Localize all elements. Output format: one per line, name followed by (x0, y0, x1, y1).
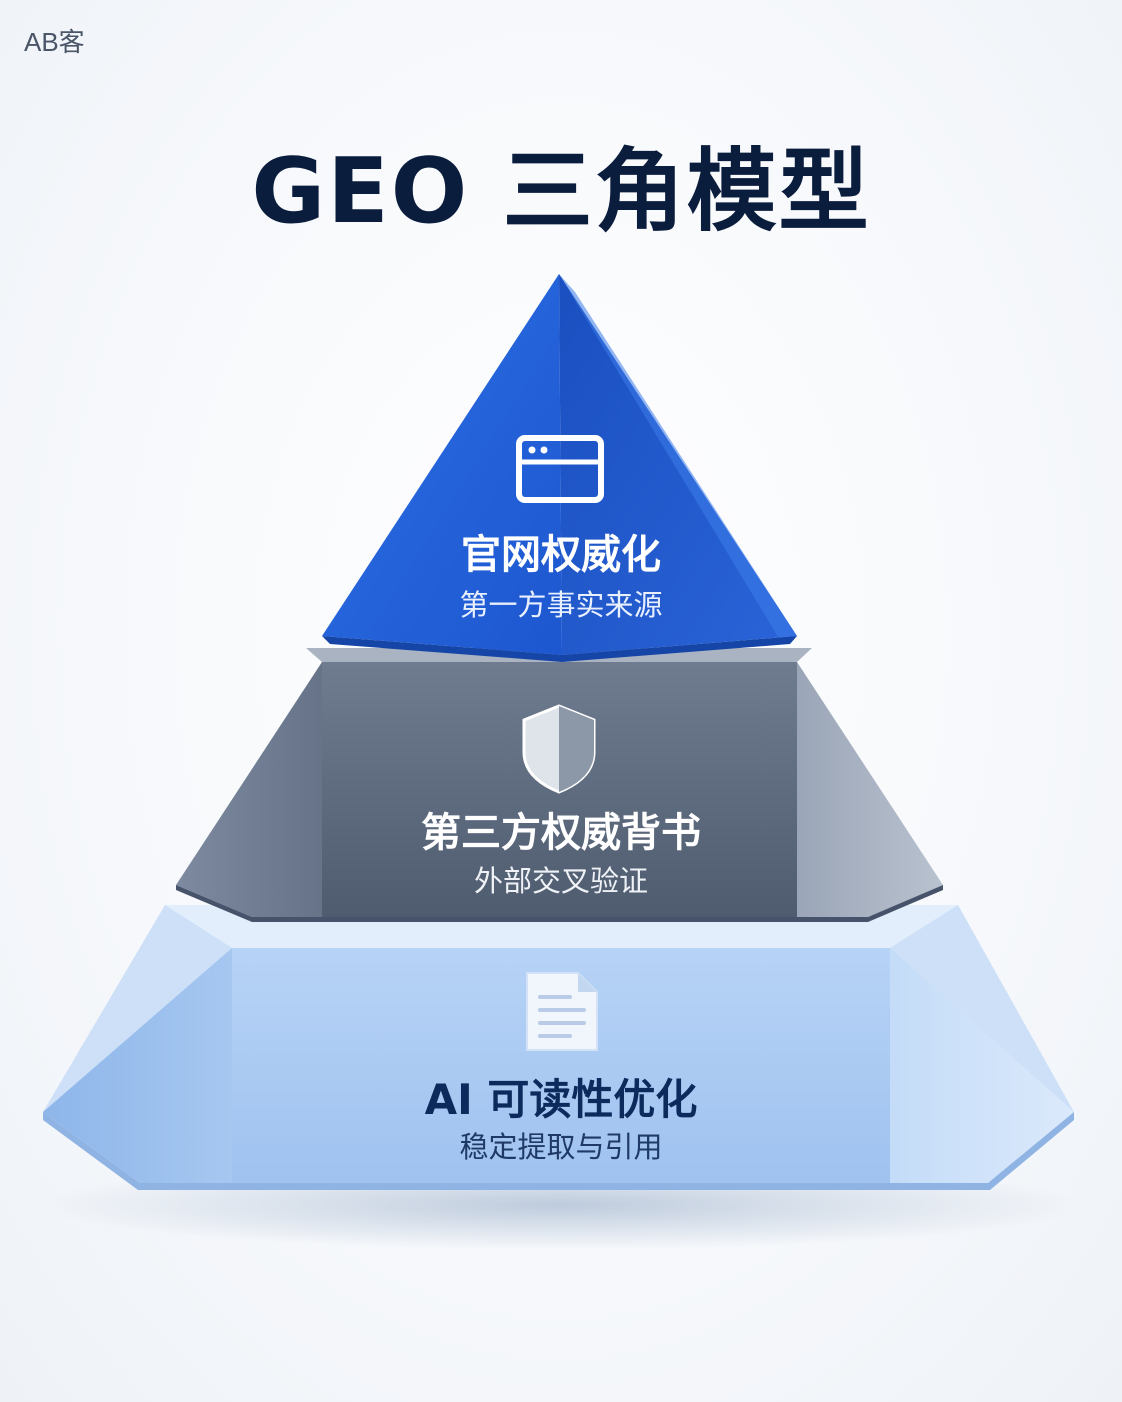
browser-window-icon (516, 435, 604, 503)
tier-bottom-shape (43, 905, 1074, 1190)
tier-top-shape (322, 274, 797, 662)
page-title: GEO 三角模型 (251, 139, 871, 244)
shield-icon (522, 704, 596, 794)
tier-top-subtitle: 第一方事实来源 (459, 588, 663, 622)
brand-logo-text: AB客 (24, 27, 85, 57)
document-icon (526, 972, 598, 1051)
tier-bottom-subtitle: 稳定提取与引用 (459, 1130, 663, 1164)
tier-middle-title: 第三方权威背书 (421, 810, 701, 856)
tier-top-title: 官网权威化 (461, 532, 661, 578)
tier-middle-subtitle: 外部交叉验证 (473, 864, 648, 898)
tier-bottom-title: AI 可读性优化 (424, 1075, 698, 1124)
